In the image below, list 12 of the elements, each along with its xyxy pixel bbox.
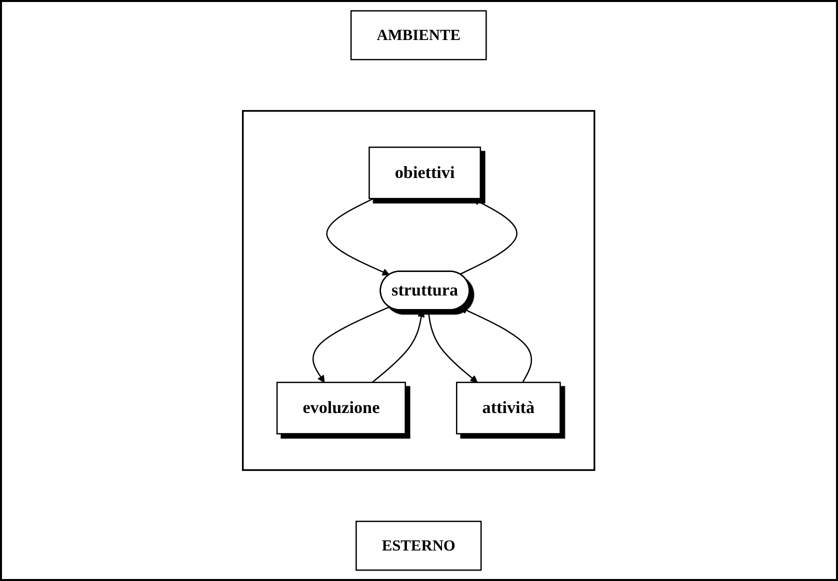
process-box: ESTERNO [356, 520, 482, 571]
arrow [428, 310, 478, 383]
arrow [460, 306, 532, 383]
arrow [460, 198, 518, 275]
process-box: attività [456, 382, 562, 434]
arrow [326, 198, 390, 276]
process-box: evoluzione [276, 382, 406, 434]
arrow [372, 310, 426, 383]
arrow [312, 306, 390, 383]
process-box: obiettivi [368, 146, 482, 200]
ellipse-node: struttura [380, 270, 470, 310]
process-box: AMBIENTE [350, 10, 488, 60]
